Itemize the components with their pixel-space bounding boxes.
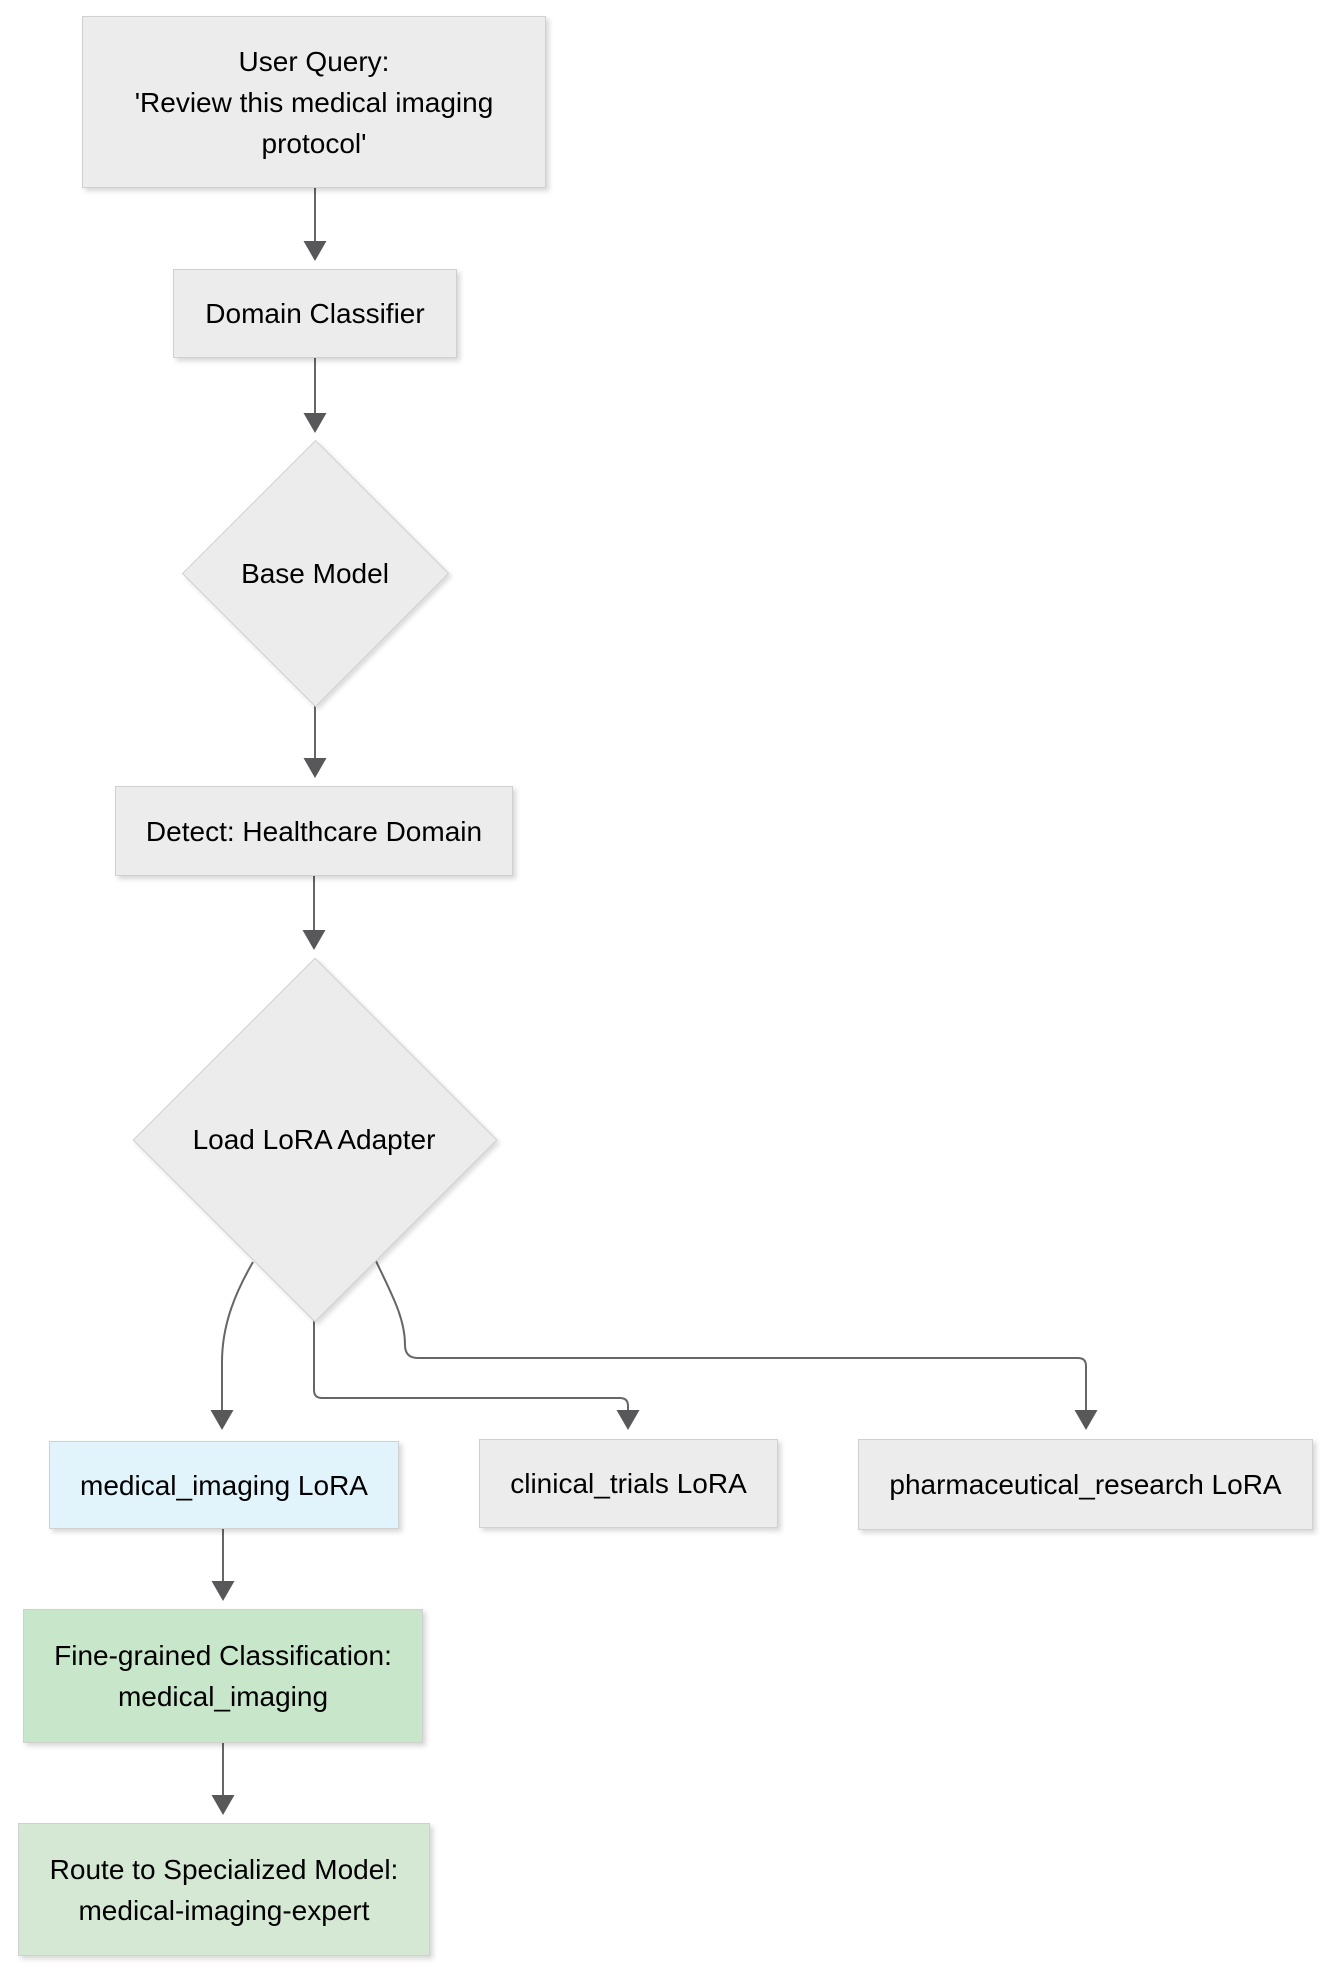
node-medical-imaging-lora: medical_imaging LoRA [49, 1441, 399, 1529]
node-clinical-trials-lora: clinical_trials LoRA [479, 1439, 778, 1528]
node-label-line: clinical_trials LoRA [510, 1468, 747, 1499]
node-detect-healthcare-domain: Detect: Healthcare Domain [115, 786, 513, 876]
arrowhead-icon [303, 413, 327, 433]
node-domain-classifier: Domain Classifier [173, 269, 457, 358]
node-label-line: Base Model [241, 557, 389, 589]
arrowhead-icon [211, 1581, 235, 1601]
node-label-line: pharmaceutical_research LoRA [889, 1469, 1282, 1500]
node-label-line: Fine-grained Classification: [54, 1640, 392, 1671]
arrowhead-icon [303, 758, 327, 778]
node-label-line: 'Review this medical imaging [134, 86, 494, 118]
node-fine-grained-classification: Fine-grained Classification: medical_ima… [23, 1609, 423, 1743]
node-label-line: protocol' [261, 127, 367, 159]
arrowhead-icon [303, 241, 327, 261]
node-label-line: Route to Specialized Model: [49, 1853, 399, 1885]
arrowhead-icon [302, 930, 326, 950]
node-label-line: medical-imaging-expert [78, 1894, 370, 1926]
edge-load-lora-to-clinical-trials [313, 1318, 629, 1410]
node-label-line: Domain Classifier [205, 298, 425, 329]
node-route-to-specialized-model: Route to Specialized Model: medical-imag… [18, 1823, 430, 1956]
node-load-lora-adapter: Load LoRA Adapter [132, 957, 498, 1323]
node-label-line: medical_imaging LoRA [80, 1469, 368, 1501]
node-label-line: medical_imaging [117, 1681, 329, 1712]
node-label-line: Load LoRA Adapter [192, 1123, 436, 1155]
arrowhead-icon [616, 1410, 640, 1430]
node-user-query: User Query: 'Review this medical imaging… [82, 16, 546, 188]
node-base-model: Base Model [181, 439, 450, 708]
node-label-line: User Query: [238, 45, 390, 77]
node-pharmaceutical-research-lora: pharmaceutical_research LoRA [858, 1439, 1313, 1530]
node-label-line: Detect: Healthcare Domain [145, 815, 483, 847]
arrowhead-icon [211, 1795, 235, 1815]
arrowhead-icon [1074, 1410, 1098, 1430]
arrowhead-icon [210, 1410, 234, 1430]
